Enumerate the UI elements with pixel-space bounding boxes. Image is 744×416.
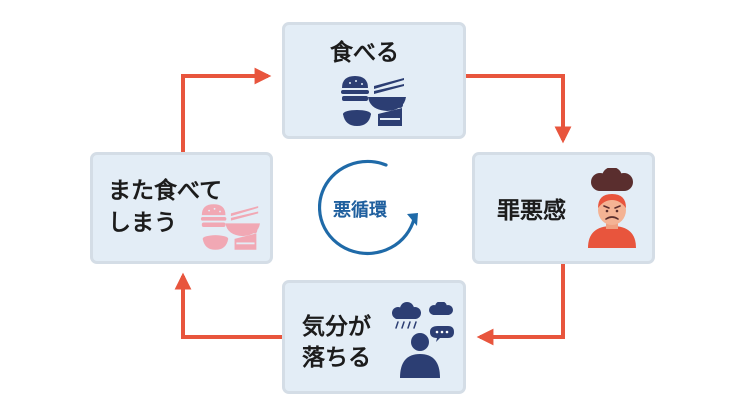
node-eat-again-label-line2: しまう xyxy=(108,210,177,236)
cycle-icon xyxy=(318,159,418,256)
arrow-eat-again-to-eat xyxy=(181,67,272,152)
arrow-depressed-to-eat-again xyxy=(174,272,282,339)
node-depressed-label-line1: 気分が xyxy=(302,314,371,340)
worried-person-icon xyxy=(588,168,636,248)
food-icon xyxy=(200,204,260,250)
arrow-guilt-to-depressed xyxy=(476,264,565,346)
node-guilt-label: 罪悪感 xyxy=(497,198,566,224)
node-eat-again-label-line1: また食べて xyxy=(108,178,223,204)
arrow-eat-to-guilt xyxy=(466,74,572,144)
node-depressed-label-line2: 落ちる xyxy=(302,345,371,371)
food-icon xyxy=(341,76,406,126)
node-depressed xyxy=(282,280,466,394)
node-eat-label: 食べる xyxy=(330,40,399,66)
center-label: 悪循環 xyxy=(333,200,387,221)
depressed-person-icon xyxy=(392,302,454,378)
node-eat xyxy=(282,22,466,139)
